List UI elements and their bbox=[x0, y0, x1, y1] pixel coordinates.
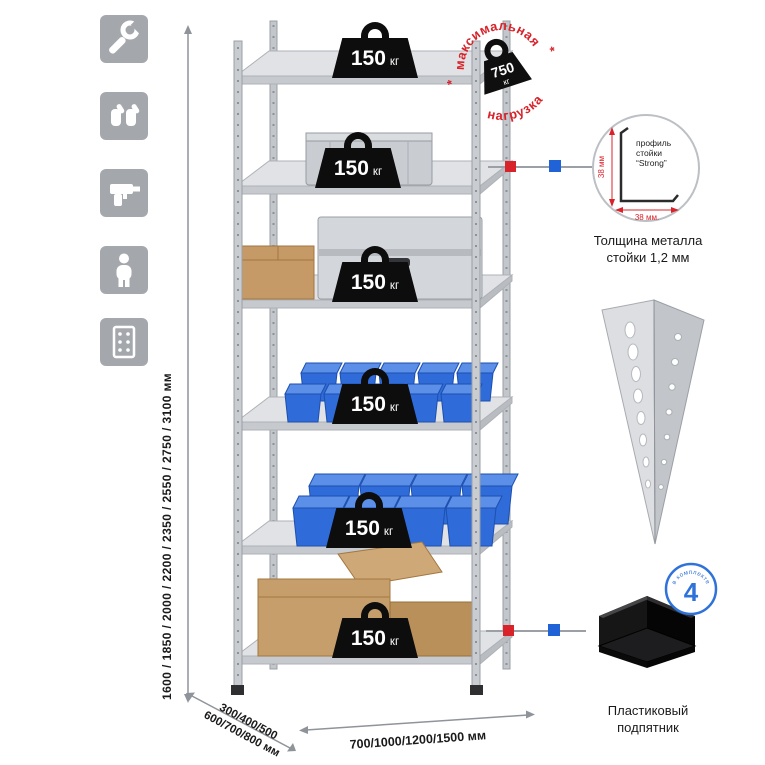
foot-caption-line1: Пластиковый bbox=[607, 703, 689, 718]
plastic-foot bbox=[597, 596, 697, 668]
load-value: 150 bbox=[344, 516, 380, 540]
stamp-star: * bbox=[548, 43, 558, 59]
post-profile-detail: 38 мм 38 мм. профиль стойки “Strong” bbox=[592, 114, 700, 222]
load-value: 150 bbox=[333, 156, 369, 180]
weight-handle-icon bbox=[361, 368, 389, 386]
marker-blue-bottom bbox=[548, 624, 560, 636]
connector-line-bottom bbox=[486, 630, 586, 632]
load-unit: кг bbox=[389, 401, 400, 414]
wrench-icon bbox=[100, 15, 148, 63]
foot-caption: Пластиковый подпятник bbox=[573, 702, 723, 736]
stamp-arc-bottom: нагрузка bbox=[482, 89, 549, 130]
load-value: 150 bbox=[350, 626, 386, 650]
profile-dim-vertical: 38 мм bbox=[597, 156, 606, 178]
profile-caption-line2: стойки 1,2 мм bbox=[606, 250, 690, 265]
profile-dim-horizontal: 38 мм. bbox=[635, 213, 659, 222]
width-dimension-label: 700/1000/1200/1500 мм bbox=[349, 728, 486, 751]
marker-red-top bbox=[505, 161, 516, 172]
load-unit: кг bbox=[383, 525, 394, 538]
perforated-post-icon bbox=[100, 318, 148, 366]
weight-handle-icon bbox=[361, 602, 389, 620]
load-unit: кг bbox=[372, 165, 383, 178]
cardboard-box bbox=[241, 245, 315, 300]
load-unit: кг bbox=[389, 279, 400, 292]
profile-caption: Толщина металла стойки 1,2 мм bbox=[573, 232, 723, 266]
profile-caption-line1: Толщина металла bbox=[593, 233, 703, 248]
width-dimension: 700/1000/1200/1500 мм bbox=[299, 710, 535, 752]
foot-caption-line2: подпятник bbox=[617, 720, 679, 735]
svg-text:нагрузка: нагрузка bbox=[482, 89, 549, 130]
profile-text-2: стойки bbox=[636, 148, 662, 158]
stamp-star: * bbox=[445, 76, 455, 92]
perforated-angle-post bbox=[601, 299, 705, 545]
weight-handle-icon bbox=[355, 492, 383, 510]
load-value: 150 bbox=[350, 392, 386, 416]
height-dimension-label: 1600 / 1850 / 2000 / 2200 / 2350 / 2550 … bbox=[160, 372, 174, 700]
stamp-value: 750 bbox=[489, 59, 516, 82]
weight-handle-icon bbox=[361, 22, 389, 40]
load-value: 150 bbox=[350, 270, 386, 294]
connector-line-top bbox=[488, 166, 592, 168]
profile-text-3: “Strong” bbox=[636, 158, 667, 168]
stamp-weight-body-icon bbox=[484, 51, 532, 95]
max-load-stamp: максимальная нагрузка * * 750 кг bbox=[441, 5, 559, 130]
load-value: 150 bbox=[350, 46, 386, 70]
profile-text-1: профиль bbox=[636, 138, 672, 148]
included-count-badge: в комплекте 4 bbox=[664, 562, 718, 616]
weight-handle-icon bbox=[361, 246, 389, 264]
badge-number: 4 bbox=[684, 577, 699, 607]
marker-red-bottom bbox=[503, 625, 514, 636]
load-unit: кг bbox=[389, 635, 400, 648]
profile-angle-icon bbox=[619, 126, 679, 203]
gloves-icon bbox=[100, 92, 148, 140]
load-unit: кг bbox=[389, 55, 400, 68]
drill-icon bbox=[100, 169, 148, 217]
stamp-unit: кг bbox=[502, 76, 511, 87]
depth-dimension: 300/400/500 600/700/800 мм bbox=[186, 692, 296, 759]
marker-blue-top bbox=[549, 160, 561, 172]
person-icon bbox=[100, 246, 148, 294]
weight-handle-icon bbox=[344, 132, 372, 150]
